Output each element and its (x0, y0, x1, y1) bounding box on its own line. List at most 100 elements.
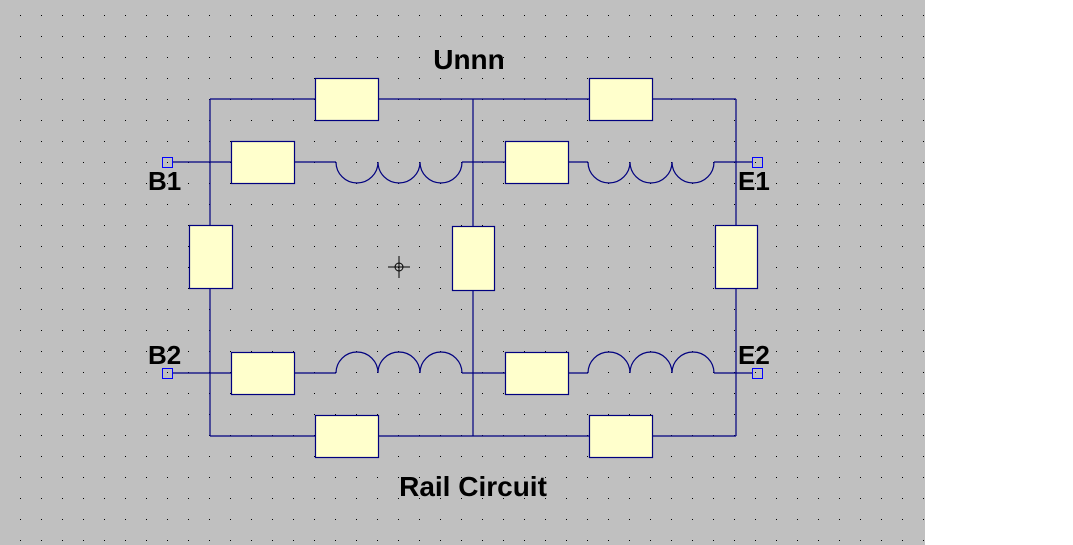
grid-dot (41, 498, 42, 499)
grid-dot (146, 99, 147, 100)
grid-dot (755, 414, 756, 415)
grid-dot (503, 78, 504, 79)
resistor-body[interactable] (451, 225, 496, 292)
inductor-l-lower-right[interactable] (587, 351, 715, 374)
grid-dot (881, 330, 882, 331)
port-e1[interactable] (752, 157, 763, 168)
grid-dot (104, 183, 105, 184)
grid-dot (566, 540, 567, 541)
grid-dot (62, 183, 63, 184)
components[interactable] (188, 77, 759, 459)
grid-dot (251, 120, 252, 121)
grid-dot (776, 498, 777, 499)
schematic-title[interactable]: Unnn (433, 44, 505, 75)
grid-dot (671, 414, 672, 415)
grid-dot (62, 120, 63, 121)
resistor-r-top-left[interactable] (314, 77, 380, 122)
grid-dot (629, 288, 630, 289)
grid-dot (776, 99, 777, 100)
grid-dot (482, 141, 483, 142)
grid-dot (755, 456, 756, 457)
grid-dot (461, 204, 462, 205)
grid-dot (251, 498, 252, 499)
grid-dot (545, 204, 546, 205)
grid-dot (587, 120, 588, 121)
resistor-r-lower-left[interactable] (230, 351, 296, 396)
grid-dot (629, 330, 630, 331)
resistor-body[interactable] (504, 140, 570, 185)
grid-dot (650, 204, 651, 205)
inductor-l-upper-left[interactable] (335, 161, 463, 184)
grid-dot (860, 183, 861, 184)
grid-dot (713, 309, 714, 310)
grid-dot (20, 351, 21, 352)
resistor-r-bottom-left[interactable] (314, 414, 380, 459)
resistor-r-top-right[interactable] (588, 77, 654, 122)
grid-dot (419, 183, 420, 184)
grid-dot (566, 267, 567, 268)
resistor-body[interactable] (588, 414, 654, 459)
grid-dot (482, 414, 483, 415)
port-e2[interactable] (752, 368, 763, 379)
grid-dot (41, 15, 42, 16)
grid-dot (104, 372, 105, 373)
resistor-body[interactable] (314, 77, 380, 122)
grid-dot (272, 204, 273, 205)
resistor-body[interactable] (588, 77, 654, 122)
ports[interactable] (162, 157, 763, 379)
resistor-r-left-shunt[interactable] (188, 224, 234, 290)
resistor-body[interactable] (504, 351, 570, 396)
resistor-r-right-shunt[interactable] (714, 224, 759, 290)
grid-dot (398, 393, 399, 394)
grid-dot (62, 414, 63, 415)
grid-dot (503, 393, 504, 394)
resistor-r-upper-right[interactable] (504, 140, 570, 185)
grid-dot (545, 288, 546, 289)
grid-dot (335, 414, 336, 415)
grid-dot (881, 36, 882, 37)
grid-dot (104, 162, 105, 163)
grid-dot (734, 120, 735, 121)
grid-dot (167, 393, 168, 394)
schematic-canvas[interactable]: Unnn Rail Circuit B1 E1 B2 E2 (0, 0, 925, 545)
grid-dot (713, 456, 714, 457)
grid-dot (797, 162, 798, 163)
schematic-svg[interactable]: Unnn Rail Circuit B1 E1 B2 E2 (0, 0, 925, 545)
grid-dot (587, 57, 588, 58)
grid-dot (587, 498, 588, 499)
grid-dot (377, 36, 378, 37)
grid-dot (62, 141, 63, 142)
resistor-r-bottom-right[interactable] (588, 414, 654, 459)
grid-dot (41, 372, 42, 373)
resistor-body[interactable] (314, 414, 380, 459)
resistor-body[interactable] (188, 224, 234, 290)
grid-dot (62, 456, 63, 457)
inductor-l-upper-right[interactable] (587, 161, 715, 184)
schematic-subtitle[interactable]: Rail Circuit (399, 471, 547, 502)
grid-dot (818, 267, 819, 268)
grid-dot (776, 141, 777, 142)
port-b1[interactable] (162, 157, 173, 168)
grid-dot (566, 57, 567, 58)
grid-dot (881, 162, 882, 163)
resistor-body[interactable] (230, 140, 296, 185)
resistor-r-lower-right[interactable] (504, 351, 570, 396)
grid-dot (83, 330, 84, 331)
grid-dot (608, 162, 609, 163)
grid-dot (818, 435, 819, 436)
grid-dot (125, 288, 126, 289)
resistor-body[interactable] (230, 351, 296, 396)
grid-dot (20, 15, 21, 16)
grid-dot (797, 540, 798, 541)
grid-dot (629, 57, 630, 58)
grid-dot (482, 456, 483, 457)
grid-dot (923, 246, 924, 247)
grid-dot (797, 36, 798, 37)
grid-dot (692, 456, 693, 457)
resistor-body[interactable] (714, 224, 759, 290)
port-b2[interactable] (162, 368, 173, 379)
inductor-l-lower-left[interactable] (335, 351, 463, 374)
resistor-r-middle-shunt[interactable] (451, 225, 496, 292)
resistor-r-upper-left[interactable] (230, 140, 296, 185)
grid-dot (608, 498, 609, 499)
